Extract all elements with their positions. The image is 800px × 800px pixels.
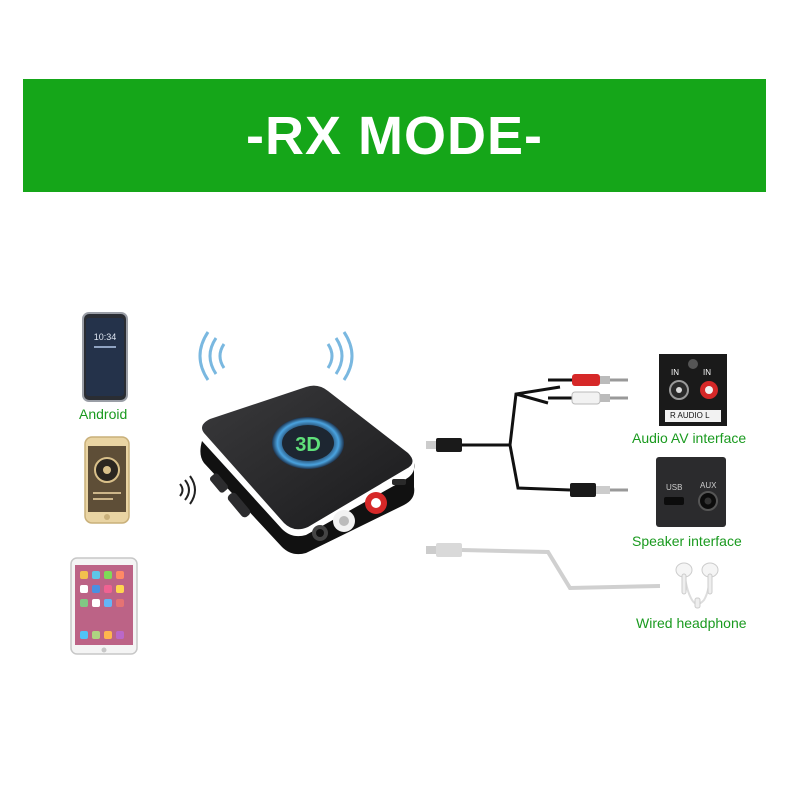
earphones-icon bbox=[664, 560, 730, 612]
android-label: Android bbox=[79, 406, 128, 422]
tablet-icon bbox=[70, 557, 138, 655]
av-bottom-label: R AUDIO L bbox=[670, 411, 710, 420]
audio-av-interface-label: Audio AV interface bbox=[632, 430, 747, 446]
title-banner: -RX MODE- bbox=[23, 79, 766, 192]
wireless-waves-small-icon bbox=[176, 474, 198, 506]
music-phone-icon bbox=[84, 436, 130, 524]
svg-text:3D: 3D bbox=[295, 434, 321, 456]
wired-headphone-label: Wired headphone bbox=[636, 615, 747, 631]
speaker-interface-label: Speaker interface bbox=[632, 533, 742, 549]
av-in-left-label: IN bbox=[671, 368, 679, 377]
av-in-right-label: IN bbox=[703, 368, 711, 377]
speaker-usb-label: USB bbox=[666, 483, 683, 492]
wireless-waves-right-icon bbox=[318, 328, 358, 384]
rca-av-interface-icon: IN IN R AUDIO L bbox=[659, 354, 727, 426]
speaker-aux-label: AUX bbox=[700, 481, 717, 490]
wireless-waves-left-icon bbox=[194, 328, 234, 384]
android-phone-icon: 10:34 bbox=[82, 312, 128, 402]
bluetooth-receiver-icon: 3D bbox=[196, 383, 418, 555]
speaker-interface-icon: USB AUX bbox=[656, 457, 726, 527]
banner-title: -RX MODE- bbox=[246, 105, 543, 166]
svg-text:10:34: 10:34 bbox=[94, 332, 117, 342]
